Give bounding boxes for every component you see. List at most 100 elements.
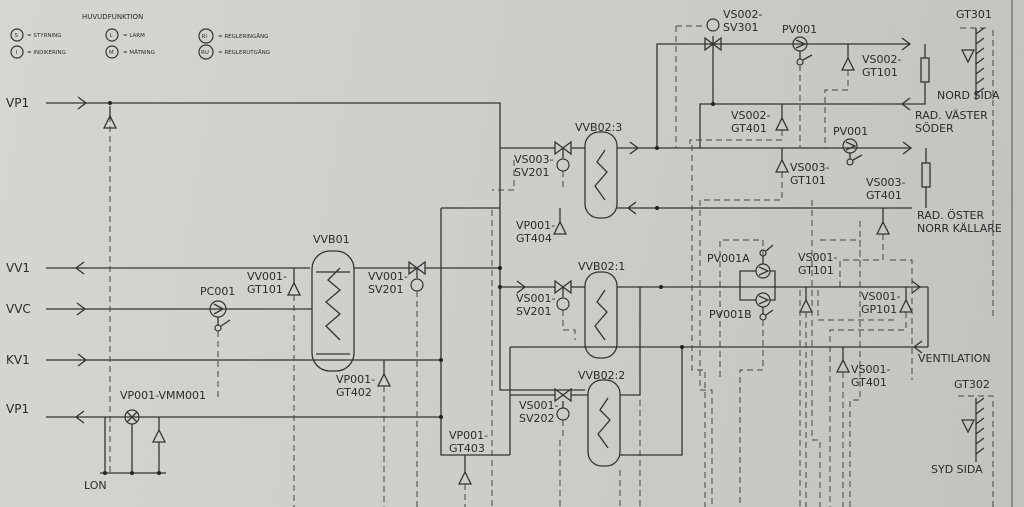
circuit-vs002: VS002- SV301 PV001 VS002- GT101 VS002- G… xyxy=(655,8,930,150)
tag-vs002-gt401: VS002- xyxy=(731,109,771,122)
line-label-vp1: VP1 xyxy=(6,402,29,416)
vessel-icon xyxy=(587,379,621,467)
coil-icon xyxy=(597,397,611,449)
motor-link xyxy=(852,154,863,161)
signal-line xyxy=(839,234,884,290)
tag-vs002-gt101: GT101 xyxy=(862,66,898,79)
legend-text: = LARM xyxy=(123,33,145,39)
sensor-triangle-icon xyxy=(457,470,473,485)
legend-text: = STYRNING xyxy=(27,33,62,39)
signal-line xyxy=(811,200,821,507)
outdoor-sensor-gt301: GT301 xyxy=(956,8,992,100)
radiator-icon xyxy=(920,57,930,83)
tag-vv001-gt101: GT101 xyxy=(247,283,283,296)
tag-vs003-sv201: VS003- xyxy=(514,153,554,166)
tag-vvb023: VVB02:3 xyxy=(575,121,622,134)
junction-dot xyxy=(498,266,502,270)
tag-pv001b: PV001B xyxy=(709,308,752,321)
legend-symbol: S xyxy=(15,33,19,39)
junction-dot xyxy=(659,285,663,289)
radiator-icon xyxy=(921,162,931,188)
legend-symbol-circle xyxy=(198,44,214,60)
tag-vp001-gt404: VP001- xyxy=(516,219,555,232)
flow-arrow-right-icon xyxy=(629,141,640,155)
motor-link xyxy=(802,54,813,61)
pump-triangle xyxy=(758,295,770,305)
flow-arrow-right-icon xyxy=(516,280,527,294)
pipe xyxy=(739,270,756,301)
pipe-vp1-supply xyxy=(46,102,501,143)
label-rad-oster: RAD. ÖSTER xyxy=(917,209,984,222)
pipe xyxy=(770,270,776,301)
motor-icon xyxy=(214,324,222,332)
legend-symbol: L xyxy=(110,33,114,39)
flow-arrow-right-icon xyxy=(901,37,912,51)
heat-exchanger-vvb022: VVB02:2 VS001- SV202 xyxy=(510,287,683,467)
signal-line xyxy=(699,172,783,290)
signal-line xyxy=(958,395,994,507)
flow-arrow-left-icon xyxy=(626,201,637,215)
label-ventilation: VENTILATION xyxy=(918,352,991,365)
sensor-triangle-icon xyxy=(102,114,118,129)
pipe xyxy=(440,208,510,456)
tag-vs001-sv201: SV201 xyxy=(516,305,552,318)
tag-vp001-gt402: GT402 xyxy=(336,386,372,399)
signal-line xyxy=(849,220,861,507)
vessel-icon xyxy=(311,250,355,372)
flow-arrow-left-icon xyxy=(74,410,85,424)
flow-arrow-right-icon xyxy=(76,302,87,316)
tag-vv001-sv201: SV201 xyxy=(368,283,404,296)
tag-vp001-gt403: VP001- xyxy=(449,429,488,442)
legend-symbol-circle xyxy=(10,45,24,59)
flow-arrow-right-icon xyxy=(77,96,88,110)
legend-symbol: RU xyxy=(201,50,209,56)
label-norr-kallare: NORR KÄLLARE xyxy=(917,222,1002,235)
actuator-icon xyxy=(410,278,424,292)
legend-text: = MÄTNING xyxy=(123,49,155,56)
tag-vv001-sv201: VV001- xyxy=(368,270,408,283)
junction-dot xyxy=(655,146,659,150)
label-syd-sida: SYD SIDA xyxy=(931,463,983,476)
line-label-kv1: KV1 xyxy=(6,353,30,367)
tag-vs001-sv201: VS001- xyxy=(516,292,556,305)
pump-triangle xyxy=(795,39,807,49)
tag-vs001-gp101: VS001- xyxy=(861,290,901,303)
legend-text: = REGLERUTGÅNG xyxy=(218,49,270,56)
junction-dot xyxy=(439,358,443,362)
vessel-icon xyxy=(584,131,618,219)
tag-vv001-gt101: VV001- xyxy=(247,270,287,283)
sensor-triangle-icon xyxy=(960,419,976,434)
sensor-triangle-icon xyxy=(774,158,790,173)
signal-line xyxy=(890,259,913,380)
signal-line xyxy=(492,160,515,191)
coil-icon xyxy=(594,149,608,201)
tag-pc001: PC001 xyxy=(200,285,235,298)
motor-icon xyxy=(846,158,854,166)
legend-symbol: RI xyxy=(202,34,208,40)
tag-pv001a: PV001A xyxy=(707,252,750,265)
signal-line xyxy=(824,70,849,148)
flow-arrow-right-icon xyxy=(77,353,88,367)
tag-vs001-sv202: SV202 xyxy=(519,412,555,425)
motor-icon xyxy=(796,58,804,66)
pump-triangle xyxy=(845,141,857,151)
pump-triangle xyxy=(213,303,225,315)
motor-icon xyxy=(759,313,767,321)
sensor-triangle-icon xyxy=(960,49,976,64)
legend-symbol-circle xyxy=(198,28,214,44)
tag-gt301: GT301 xyxy=(956,8,992,21)
tag-vs003-gt101: VS003- xyxy=(790,161,830,174)
wall-hatch xyxy=(975,397,985,455)
line-label-vv1: VV1 xyxy=(6,261,30,275)
heat-exchanger-vvb021: VVB02:1 VS001- SV201 xyxy=(500,260,928,455)
junction-dot xyxy=(711,102,715,106)
sensor-triangle-icon xyxy=(552,220,568,235)
legend-text: = REGLERINGÅNG xyxy=(218,33,268,40)
signal-line xyxy=(817,239,895,321)
sensor-triangle-icon xyxy=(376,372,392,387)
circuit-vs001: PV001A PV001B VS001- GT101 VS001- GP101 … xyxy=(659,145,929,507)
tag-vp001-gt403: GT403 xyxy=(449,442,485,455)
tag-vs001-gt401: GT401 xyxy=(851,376,887,389)
